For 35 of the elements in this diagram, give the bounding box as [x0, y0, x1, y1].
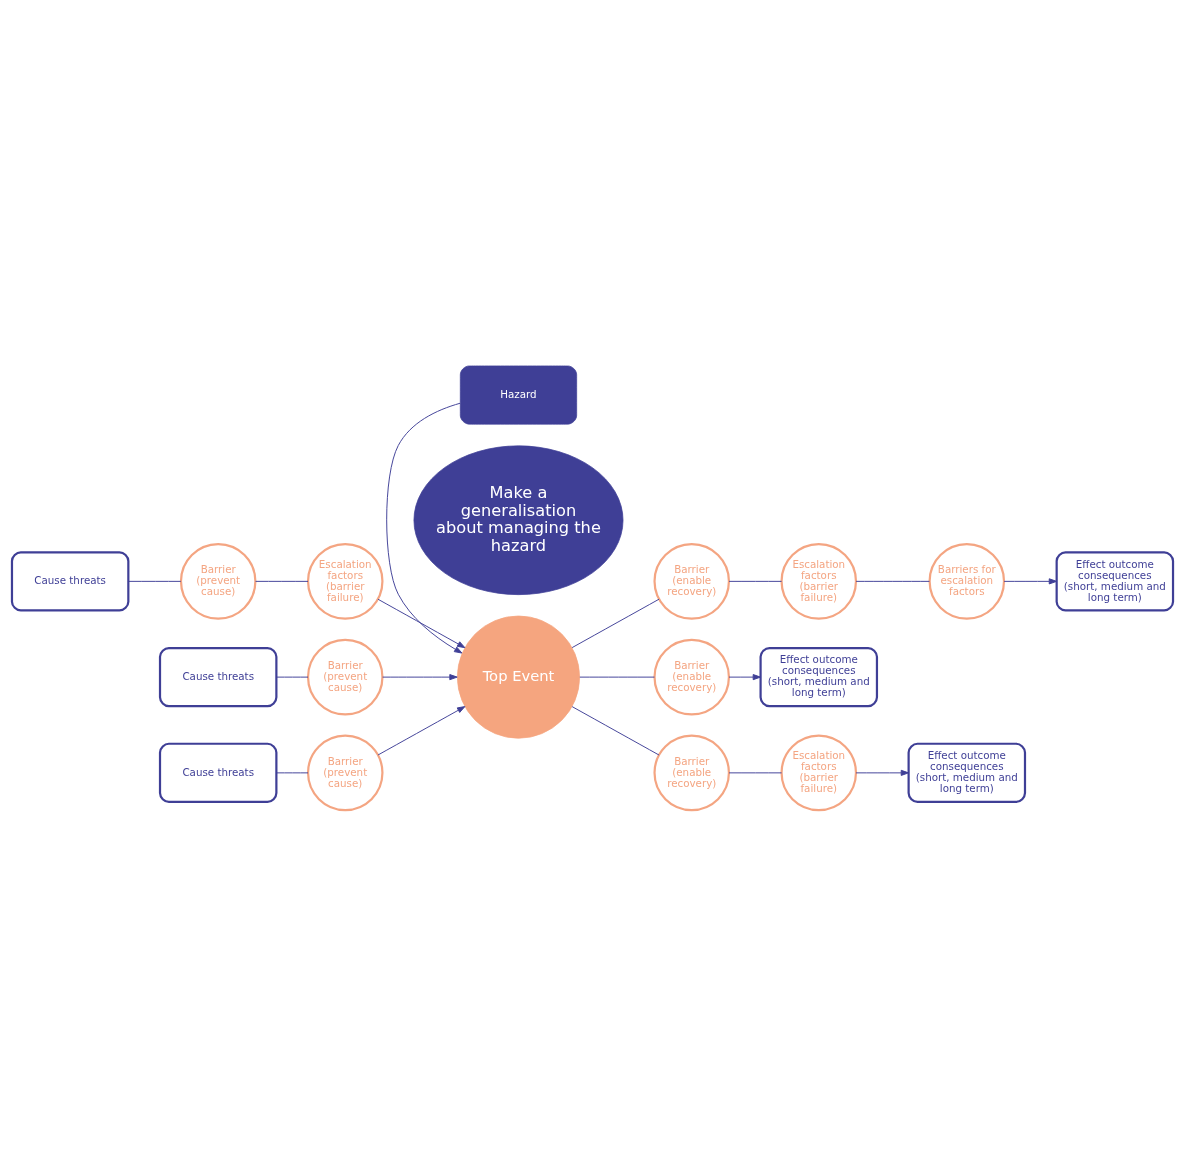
node-circle: Barrier (enable recovery)	[653, 734, 731, 812]
arrow	[377, 598, 466, 649]
node-circle: Barrier (prevent cause)	[306, 638, 384, 716]
connector	[579, 676, 655, 678]
connector	[855, 580, 930, 582]
connector	[276, 772, 309, 774]
node-circle: Barriers for escalation factors	[928, 543, 1006, 620]
arrow	[1003, 578, 1058, 585]
connector	[127, 580, 182, 582]
connector	[728, 772, 783, 774]
node-circle: Escalation factors (barrier failure)	[780, 734, 858, 812]
connector	[255, 580, 309, 582]
node-box: Effect outcome consequences (short, medium and long term)	[907, 742, 1027, 804]
arrow	[377, 706, 466, 756]
arrow	[382, 674, 458, 681]
connector	[571, 598, 660, 649]
node-circle: Barrier (enable recovery)	[653, 638, 731, 716]
node-box: Cause threats	[10, 551, 130, 612]
connector	[276, 676, 309, 678]
node-circle: Escalation factors (barrier failure)	[780, 543, 858, 620]
node-box: Hazard	[459, 365, 578, 425]
arrow	[728, 674, 761, 681]
connector	[728, 580, 783, 582]
node-box: Cause threats	[158, 742, 278, 804]
connector	[571, 706, 660, 756]
arrow	[386, 402, 463, 654]
node-box: Effect outcome consequences (short, medium and long term)	[1055, 551, 1175, 612]
node-circle: Escalation factors (barrier failure)	[306, 543, 384, 620]
arrow	[855, 769, 910, 776]
node-circle: Barrier (prevent cause)	[179, 543, 257, 620]
node-box: Effect outcome consequences (short, medium and long term)	[759, 646, 879, 708]
node-ellipse: Make a generalisation about managing the hazard	[413, 445, 624, 595]
node-circle: Barrier (prevent cause)	[306, 734, 384, 812]
node-circle: Barrier (enable recovery)	[653, 543, 731, 620]
node-box: Cause threats	[158, 646, 278, 708]
